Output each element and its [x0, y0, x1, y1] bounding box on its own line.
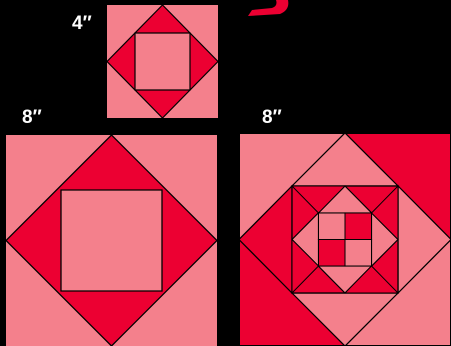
size-label-small: 4″	[72, 14, 92, 33]
size-label-large-right: 8″	[262, 108, 282, 127]
heading-letter-fragment	[240, 0, 300, 16]
large-left-quilt-block	[6, 135, 217, 346]
size-label-large-left: 8″	[22, 108, 42, 127]
small-quilt-block	[107, 5, 218, 118]
large-right-quilt-block	[239, 133, 451, 346]
